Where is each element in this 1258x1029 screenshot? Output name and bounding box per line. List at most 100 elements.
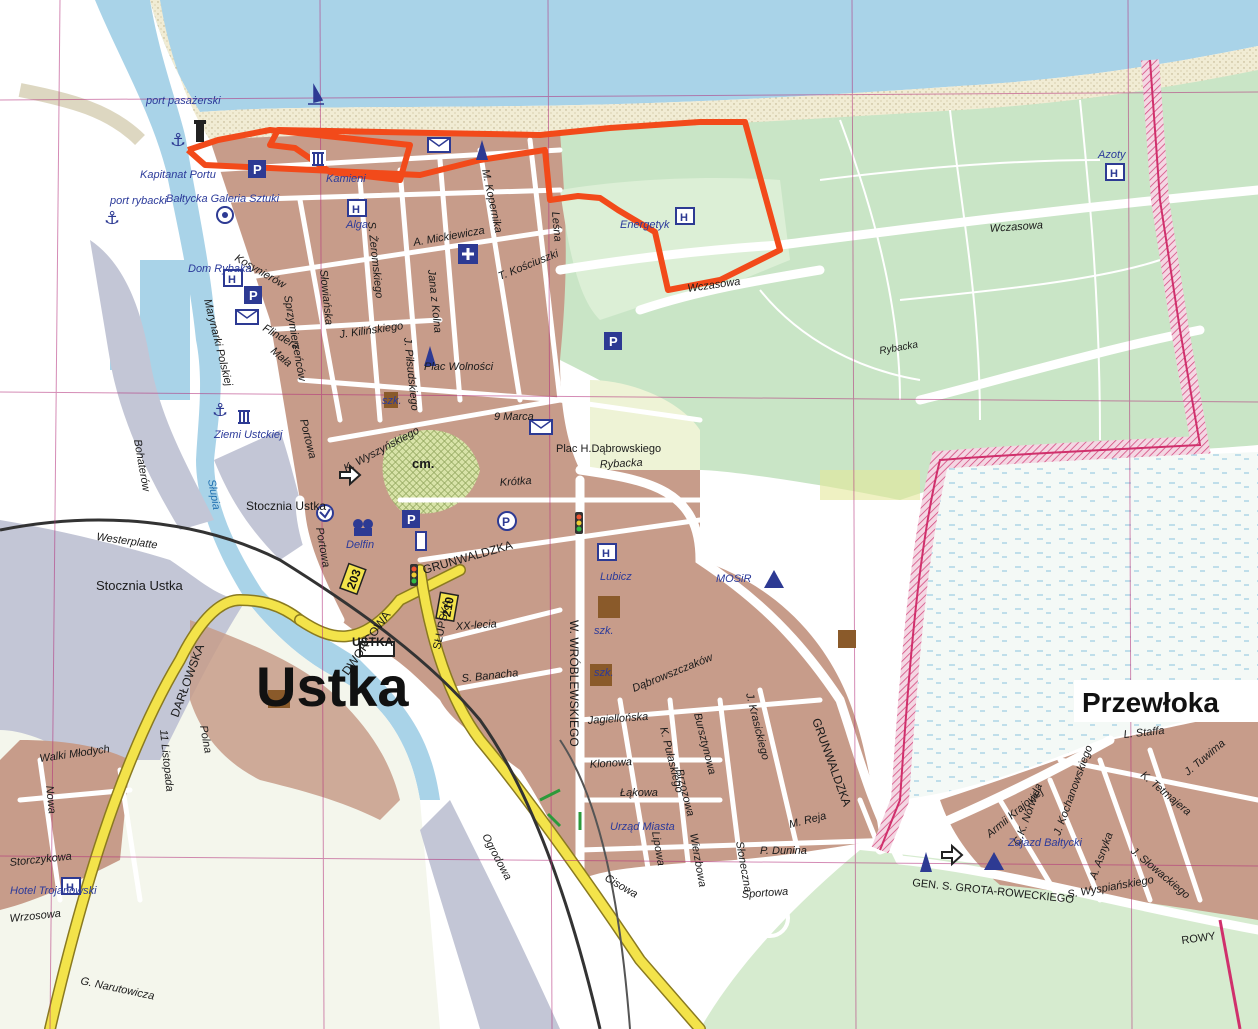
svg-text:H: H — [602, 548, 610, 560]
street-label: Nowa — [43, 785, 58, 814]
parking-icon[interactable]: P — [248, 160, 266, 178]
hotel-icon[interactable]: H — [347, 199, 367, 217]
place-label: Hotel Trojanowski — [10, 885, 97, 897]
place-label: Urząd Miasta — [610, 821, 675, 833]
church-icon — [920, 852, 932, 872]
place-label: port pasażerski — [145, 95, 221, 107]
forest-east — [560, 70, 1258, 500]
cemetery — [382, 430, 480, 514]
street-label: S. Banacha — [461, 667, 519, 685]
place-label: MOSiR — [716, 573, 752, 585]
place-label: Zajazd Bałtycki — [1007, 837, 1083, 849]
svg-text:P: P — [502, 515, 510, 529]
museum-icon[interactable] — [236, 408, 252, 424]
place-label: USTKA — [352, 635, 394, 649]
parking-icon[interactable]: P — [604, 332, 622, 350]
post-office-icon[interactable] — [529, 419, 553, 435]
place-label: Alga — [345, 219, 368, 231]
street-label: Lipowa — [649, 830, 667, 866]
built-up-center — [210, 132, 880, 880]
street-label: Słowiańska — [317, 269, 335, 326]
place-labels: port pasażerski Kapitanat Portu port ryb… — [10, 95, 1127, 897]
place-label: Dom Rybaka — [188, 263, 252, 275]
place-label: Kapitanat Portu — [140, 169, 216, 181]
park-plac-dabrowskiego — [590, 380, 700, 470]
post-office-icon[interactable] — [235, 309, 259, 325]
parking-icon[interactable]: P — [402, 510, 420, 528]
svg-text:P: P — [253, 162, 262, 177]
place-label: szk. — [382, 395, 402, 407]
sea — [0, 0, 1258, 112]
place-label: Delfin — [346, 539, 374, 551]
town-label-przewloka: Przewłoka — [1082, 687, 1219, 718]
park-energetyk — [560, 178, 790, 320]
place-label: Lubicz — [600, 571, 632, 583]
western-beach — [18, 83, 145, 146]
svg-text:H: H — [680, 212, 688, 224]
hotel-icon[interactable]: H — [61, 877, 81, 895]
field — [820, 470, 920, 500]
school-building — [268, 392, 856, 708]
street-label: Jagiellońska — [586, 711, 648, 727]
place-label: Bałtycka Galeria Sztuki — [166, 193, 280, 205]
built-up-south — [190, 620, 400, 820]
camping-icon[interactable] — [764, 570, 784, 588]
hotel-icon[interactable]: H — [675, 207, 695, 225]
traffic-light-icon — [575, 512, 583, 534]
church-icon — [415, 531, 427, 551]
street-label: W. WRÓBLEWSKIEGO — [567, 620, 582, 747]
roundabout-arrows — [539, 788, 582, 830]
hospital-icon[interactable] — [458, 244, 478, 264]
street-label: Rybacka — [600, 457, 643, 471]
svg-text:P: P — [609, 334, 618, 349]
church-icon — [424, 346, 436, 366]
camping-icon[interactable] — [984, 852, 1004, 870]
place-label: port rybacki — [109, 195, 167, 207]
town-label-ustka: Ustka — [256, 655, 409, 718]
industrial-north — [90, 240, 214, 530]
street-label: 9 Marca — [494, 411, 534, 423]
hotel-icon[interactable]: H — [223, 269, 243, 287]
svg-text:P: P — [407, 512, 416, 527]
railway-station-icon — [359, 641, 395, 657]
arrow-direction-icon — [339, 463, 362, 487]
street-label: Wczasowa — [989, 219, 1043, 235]
parking-icon[interactable]: P — [497, 511, 517, 531]
post-office-icon[interactable] — [427, 137, 451, 153]
road-number-210: 210 — [435, 591, 460, 622]
place-label: Słupia — [205, 478, 222, 510]
street-label: Polna — [197, 724, 214, 754]
industrial-west — [0, 520, 246, 760]
info-icon[interactable] — [216, 206, 234, 224]
lighthouse-icon — [194, 120, 206, 142]
place-label: szk. — [594, 625, 614, 637]
place-label: Ziemi Ustckiej — [213, 429, 283, 441]
street-label: XX-lecia — [454, 618, 497, 633]
walking-route[interactable] — [186, 119, 783, 293]
place-label: cm. — [412, 456, 434, 471]
sports-track — [716, 898, 790, 938]
street-label: Krótka — [499, 475, 532, 489]
rail-yard — [420, 800, 560, 1029]
street-label: Wrzosowa — [9, 908, 61, 925]
place-label: Kamieni — [326, 173, 366, 185]
svg-text:⚓: ⚓ — [170, 130, 186, 151]
parking-icon[interactable]: P — [244, 286, 262, 304]
place-label: szk. — [594, 667, 614, 679]
river-sluppia — [95, 0, 440, 800]
arrow-direction-icon — [941, 843, 964, 867]
museum-icon[interactable] — [310, 150, 326, 166]
street-label: L. Staffa — [1123, 725, 1165, 741]
street-label: P. Dunina — [760, 845, 807, 857]
hotel-icon[interactable]: H — [597, 543, 617, 561]
info-icon[interactable] — [316, 504, 334, 522]
major-roads — [295, 185, 1258, 935]
sailing-icon — [308, 83, 324, 105]
hotel-icon[interactable]: H — [1105, 163, 1125, 181]
traffic-light-icon — [410, 564, 418, 586]
cinema-icon[interactable] — [353, 519, 373, 536]
shipyard — [214, 430, 310, 560]
place-label: Azoty — [1097, 149, 1127, 161]
